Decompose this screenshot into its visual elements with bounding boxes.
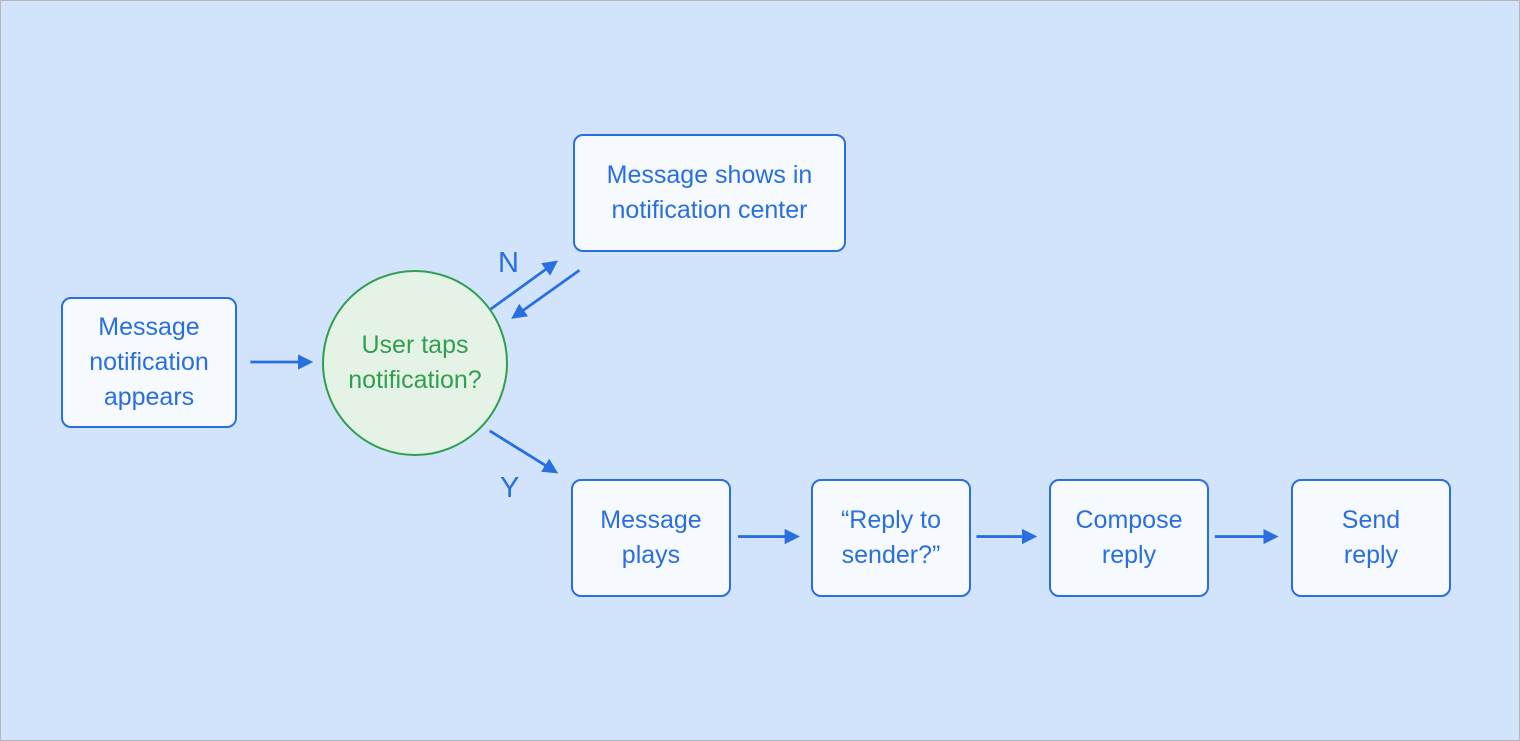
node-label: Message shows in notification center xyxy=(606,161,813,224)
edge-decision-to-message-plays xyxy=(488,429,559,474)
node-label: Compose reply xyxy=(1075,506,1183,569)
node-reply-to-sender: “Reply to sender?” xyxy=(811,479,971,597)
node-message-notification-appears: Message notification appears xyxy=(61,297,237,428)
node-label: User taps notification? xyxy=(348,331,482,394)
edge-label-no: N xyxy=(498,247,519,279)
node-label: Message notification appears xyxy=(89,313,209,411)
node-user-taps-notification-decision: User taps notification? xyxy=(322,270,508,456)
edge-label-yes: Y xyxy=(500,472,520,504)
node-label: Message plays xyxy=(600,506,702,569)
edge-decision-to-notification-center xyxy=(489,260,559,311)
node-compose-reply: Compose reply xyxy=(1049,479,1209,597)
node-label: Send reply xyxy=(1341,506,1401,569)
node-message-plays: Message plays xyxy=(571,479,731,597)
node-label: “Reply to sender?” xyxy=(840,506,942,569)
node-message-shows-in-notification-center: Message shows in notification center xyxy=(573,134,846,252)
edge-notification-center-to-decision xyxy=(511,269,581,319)
node-send-reply: Send reply xyxy=(1291,479,1451,597)
